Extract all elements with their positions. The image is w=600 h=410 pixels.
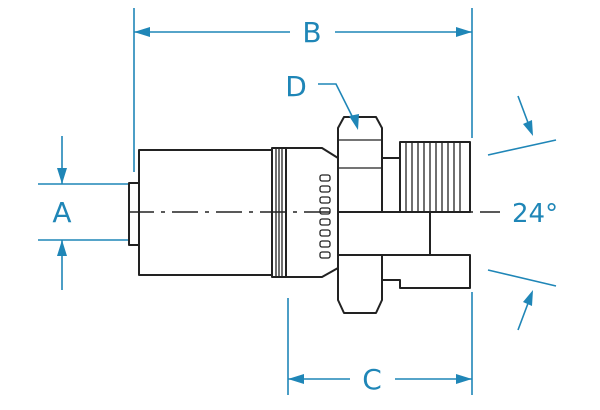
nut-section <box>337 254 383 314</box>
fitting-body <box>128 116 471 314</box>
thread-lines <box>405 142 461 212</box>
shoulder <box>381 157 401 213</box>
leader-d: D <box>285 70 359 130</box>
angle-dimension: 24° <box>487 95 558 331</box>
label-angle: 24° <box>512 199 558 229</box>
hose-stub <box>128 182 140 246</box>
dimension-c: C <box>287 292 473 396</box>
dimension-a: A <box>38 136 128 290</box>
crimp-slots <box>319 174 331 259</box>
label-d: D <box>285 70 307 103</box>
label-a: A <box>52 196 71 229</box>
label-c: C <box>362 363 382 396</box>
hex-nut <box>337 116 383 213</box>
bore <box>337 211 431 256</box>
dimension-b: B <box>133 8 473 172</box>
label-b: B <box>302 16 321 49</box>
body-section <box>381 254 471 289</box>
